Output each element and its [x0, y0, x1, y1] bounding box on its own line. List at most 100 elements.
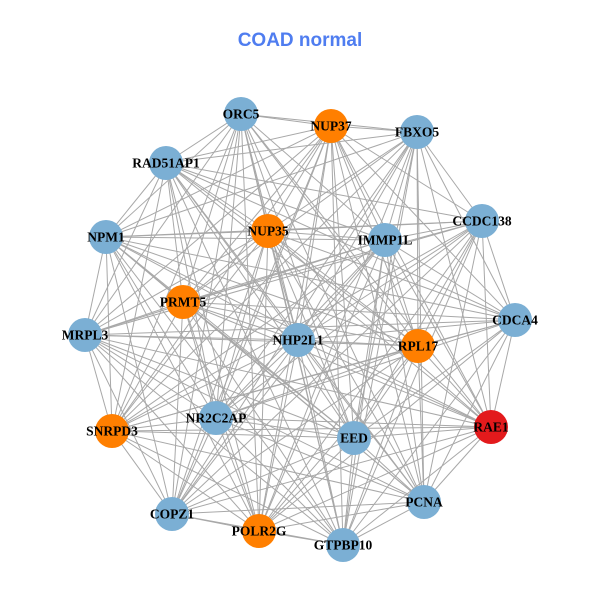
edge-NUP37-EED — [330, 125, 355, 439]
edge-NUP35-NPM1 — [105, 230, 269, 238]
edge-CDCA4-PCNA — [423, 319, 516, 503]
edge-PRMT5-PCNA — [182, 301, 425, 503]
edges-layer — [84, 113, 516, 546]
edge-RAD51AP1-GTPBP10 — [165, 162, 344, 546]
edge-CDCA4-EED — [353, 319, 516, 439]
node-npm1: NPM1 — [87, 220, 125, 254]
node-circle — [281, 323, 315, 357]
edge-IMMP1L-GTPBP10 — [342, 239, 386, 546]
edge-PRMT5-MRPL3 — [84, 301, 184, 336]
node-label: NUP35 — [247, 224, 288, 239]
node-pcna: PCNA — [405, 485, 443, 519]
edge-NUP37-CCDC138 — [330, 125, 483, 222]
node-copz1: COPZ1 — [150, 497, 194, 531]
edge-RAD51AP1-RAE1 — [165, 162, 492, 428]
edge-NPM1-NHP2L1 — [105, 236, 299, 341]
node-label: NR2C2AP — [186, 411, 247, 426]
edge-NUP35-GTPBP10 — [267, 230, 344, 546]
edge-CDCA4-NHP2L1 — [297, 319, 516, 341]
node-circle — [474, 410, 508, 444]
edge-NR2C2AP-COPZ1 — [171, 417, 217, 515]
edge-SNRPD3-PCNA — [111, 430, 425, 503]
edge-PCNA-POLR2G — [258, 501, 425, 532]
node-snrpd3: SNRPD3 — [86, 414, 138, 448]
edge-MRPL3-RPL17 — [84, 334, 419, 347]
node-circle — [314, 109, 348, 143]
node-nup35: NUP35 — [247, 214, 289, 248]
edge-ORC5-RPL17 — [240, 113, 419, 347]
figure-title: COAD normal — [237, 30, 363, 51]
edge-CCDC138-NHP2L1 — [297, 220, 483, 341]
edge-RPL17-PCNA — [417, 345, 425, 503]
edge-EED-GTPBP10 — [342, 437, 355, 546]
edge-MRPL3-NR2C2AP — [84, 334, 217, 419]
node-rad51ap1: RAD51AP1 — [132, 146, 200, 180]
edge-RPL17-COPZ1 — [171, 345, 419, 515]
edge-NUP35-POLR2G — [258, 230, 269, 532]
edge-MRPL3-PCNA — [84, 334, 425, 503]
edge-SNRPD3-POLR2G — [111, 430, 260, 532]
edge-FBXO5-NHP2L1 — [297, 131, 418, 341]
edge-NR2C2AP-EED — [215, 417, 355, 439]
edge-NUP35-CDCA4 — [267, 230, 516, 321]
edge-FBXO5-CCDC138 — [416, 131, 483, 222]
edge-RPL17-NR2C2AP — [215, 345, 419, 419]
edge-NHP2L1-RPL17 — [297, 339, 419, 347]
edge-CDCA4-POLR2G — [258, 319, 516, 532]
edge-FBXO5-PRMT5 — [182, 131, 418, 303]
node-label: PRMT5 — [160, 295, 207, 310]
edge-CCDC138-RAE1 — [481, 220, 492, 428]
edge-NUP35-NHP2L1 — [267, 230, 299, 341]
edge-RPL17-SNRPD3 — [111, 345, 419, 432]
edge-SNRPD3-COPZ1 — [111, 430, 173, 515]
edge-IMMP1L-SNRPD3 — [111, 239, 386, 432]
edge-NHP2L1-COPZ1 — [171, 339, 299, 515]
edge-ORC5-MRPL3 — [84, 113, 242, 336]
node-nhp2l1: NHP2L1 — [272, 323, 324, 357]
node-circle — [95, 414, 129, 448]
edge-NUP35-COPZ1 — [171, 230, 269, 515]
node-circle — [89, 220, 123, 254]
node-label: NUP37 — [310, 119, 351, 134]
edge-RPL17-RAE1 — [417, 345, 492, 428]
edge-CDCA4-RAE1 — [490, 319, 516, 428]
edge-PRMT5-RAE1 — [182, 301, 492, 428]
edge-FBXO5-NPM1 — [105, 131, 418, 238]
edge-NR2C2AP-PCNA — [215, 417, 425, 503]
edge-NHP2L1-SNRPD3 — [111, 339, 299, 432]
edge-MRPL3-GTPBP10 — [84, 334, 344, 546]
edge-FBXO5-SNRPD3 — [111, 131, 418, 432]
edge-FBXO5-IMMP1L — [384, 131, 418, 241]
node-label: ORC5 — [223, 107, 260, 122]
node-circle — [149, 146, 183, 180]
node-fbxo5: FBXO5 — [395, 115, 440, 149]
node-prmt5: PRMT5 — [160, 285, 207, 319]
node-immp1l: IMMP1L — [358, 223, 412, 257]
edge-ORC5-RAE1 — [240, 113, 492, 428]
node-circle — [368, 223, 402, 257]
node-label: POLR2G — [232, 524, 287, 539]
edge-NHP2L1-NR2C2AP — [215, 339, 299, 419]
node-gtpbp10: GTPBP10 — [314, 528, 372, 562]
edge-CCDC138-PCNA — [423, 220, 483, 503]
node-label: FBXO5 — [395, 125, 440, 140]
edge-RAE1-GTPBP10 — [342, 426, 492, 546]
edge-NUP35-NR2C2AP — [215, 230, 269, 419]
node-circle — [337, 421, 371, 455]
edge-EED-POLR2G — [258, 437, 355, 532]
edge-RAD51AP1-CCDC138 — [165, 162, 483, 222]
edge-RAD51AP1-MRPL3 — [84, 162, 167, 336]
edge-RAD51AP1-EED — [165, 162, 355, 439]
edge-NUP35-PRMT5 — [182, 230, 269, 303]
edge-NPM1-COPZ1 — [105, 236, 173, 515]
edge-NR2C2AP-GTPBP10 — [215, 417, 344, 546]
edge-CCDC138-RPL17 — [417, 220, 483, 347]
edge-CDCA4-NR2C2AP — [215, 319, 516, 419]
node-polr2g: POLR2G — [232, 514, 287, 548]
edge-FBXO5-NR2C2AP — [215, 131, 418, 419]
edge-CCDC138-COPZ1 — [171, 220, 483, 515]
edge-NPM1-CDCA4 — [105, 236, 516, 321]
node-circle — [199, 401, 233, 435]
